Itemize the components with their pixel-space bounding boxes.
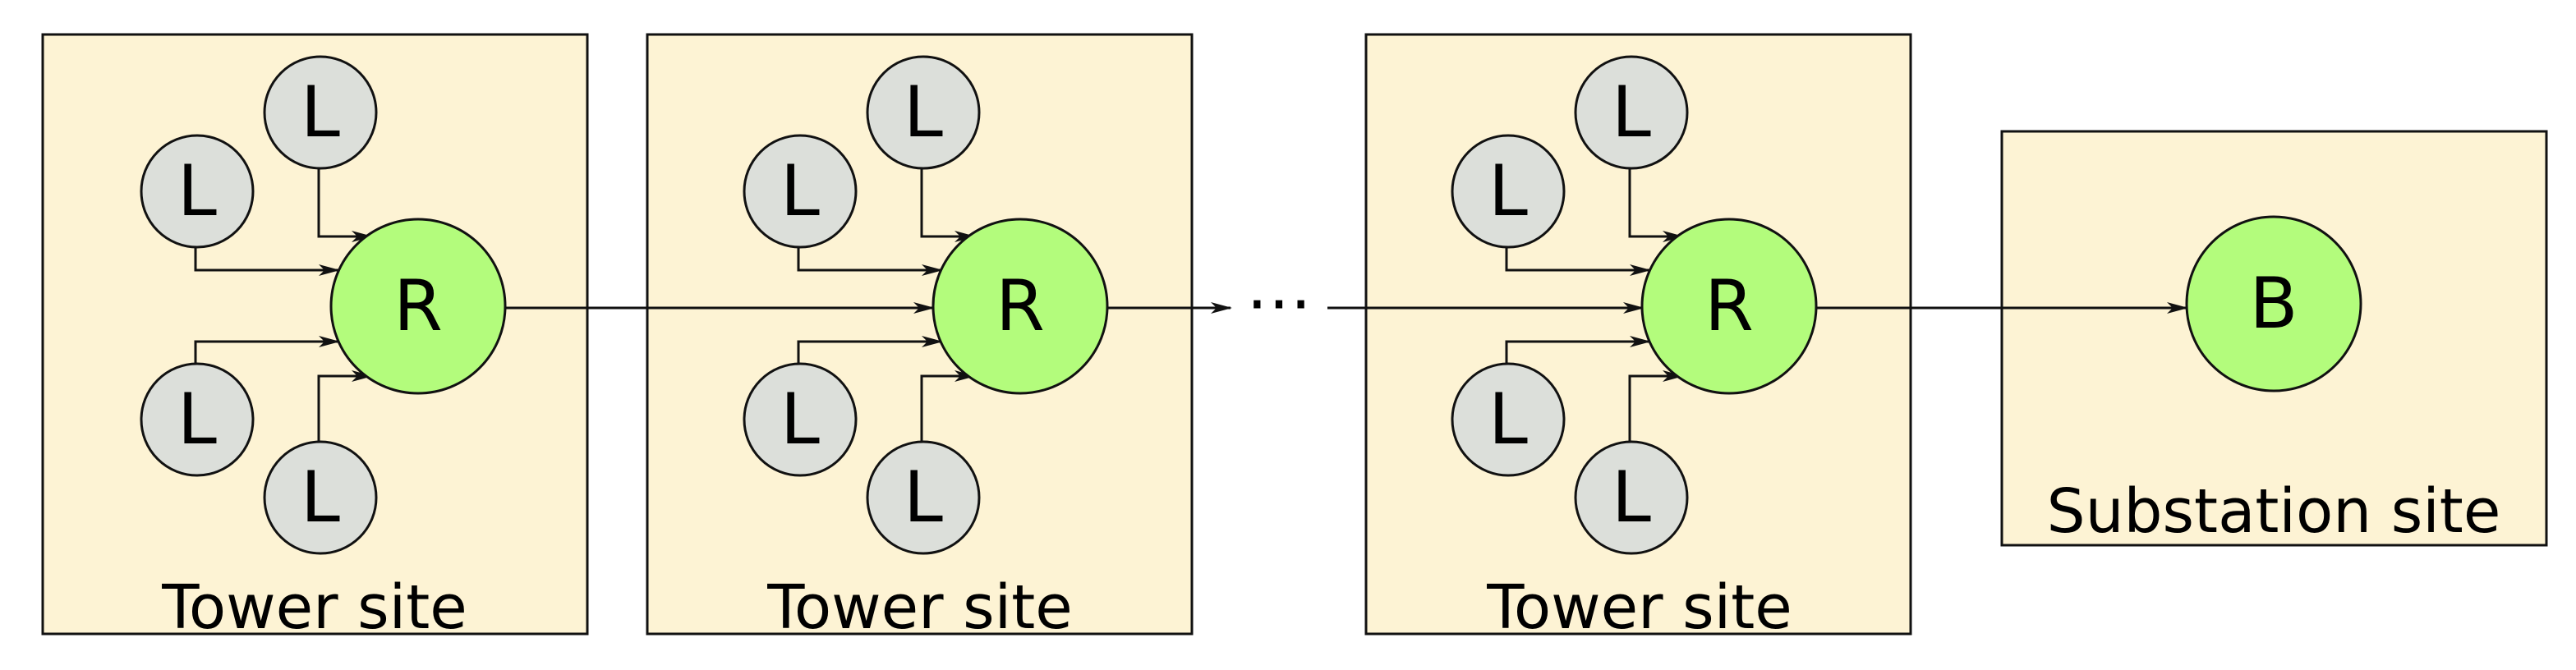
relay-label: R — [996, 265, 1045, 347]
leaf-node — [1574, 55, 1689, 170]
leaf-label: L — [177, 379, 217, 461]
tower-site-1: L L L L R Tower site — [140, 55, 507, 643]
leaf-label: L — [1488, 379, 1528, 461]
leaf-link — [194, 248, 340, 276]
tower-site-2: L L L L R Tower site — [743, 55, 1109, 643]
leaf-label: L — [780, 150, 820, 232]
leaf-node — [743, 134, 858, 249]
site-label: Tower site — [1486, 572, 1792, 643]
leaf-node — [263, 55, 378, 170]
leaf-label: L — [1612, 71, 1651, 154]
leaf-link — [920, 370, 976, 442]
leaf-label: L — [301, 457, 340, 539]
site-label: Tower site — [766, 572, 1073, 643]
relay-node — [329, 218, 507, 395]
leaf-link — [317, 168, 373, 242]
leaf-link — [1628, 370, 1684, 442]
leaf-link — [194, 336, 340, 365]
leaf-link — [920, 168, 976, 242]
leaf-link — [1628, 168, 1684, 242]
leaf-node — [1451, 362, 1566, 477]
ellipsis: ⋯ — [1246, 264, 1312, 341]
leaf-node — [263, 440, 378, 555]
leaf-node — [140, 134, 255, 249]
site-label: Substation site — [2047, 476, 2501, 547]
leaf-label: L — [177, 150, 217, 232]
leaf-node — [140, 362, 255, 477]
site-label: Tower site — [161, 572, 467, 643]
leaf-label: L — [1488, 150, 1528, 232]
relay-node — [932, 218, 1109, 395]
leaf-link — [1505, 248, 1651, 276]
leaf-node — [866, 55, 981, 170]
leaf-node — [743, 362, 858, 477]
leaf-label: L — [301, 71, 340, 154]
leaf-link — [317, 370, 373, 442]
tower-site-3: L L L L R Tower site — [1451, 55, 1818, 643]
leaf-label: L — [904, 457, 943, 539]
leaf-node — [1574, 440, 1689, 555]
leaf-label: L — [904, 71, 943, 154]
leaf-link — [797, 336, 943, 365]
relay-label: R — [393, 265, 443, 347]
substation-node-label: B — [2250, 263, 2298, 345]
leaf-node — [866, 440, 981, 555]
leaf-link — [1505, 336, 1651, 365]
leaf-label: L — [780, 379, 820, 461]
relay-node — [1640, 218, 1818, 395]
leaf-node — [1451, 134, 1566, 249]
leaf-label: L — [1612, 457, 1651, 539]
leaf-link — [797, 248, 943, 276]
substation-site: B Substation site — [2047, 215, 2501, 547]
relay-label: R — [1704, 265, 1754, 347]
substation-node — [2185, 215, 2362, 392]
